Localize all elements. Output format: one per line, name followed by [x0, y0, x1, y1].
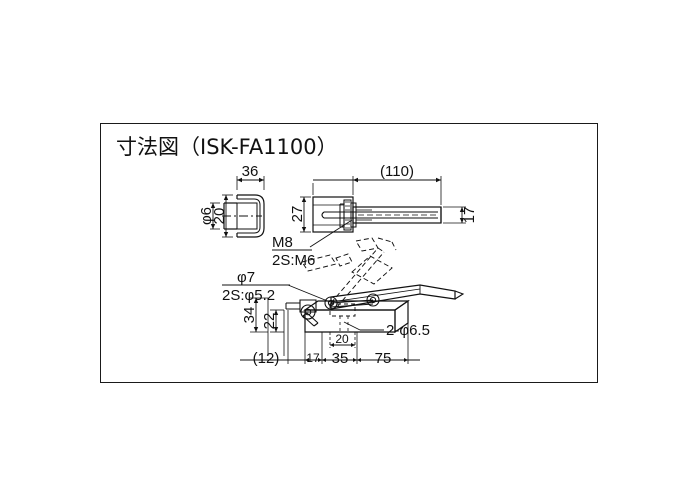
drawing-frame — [100, 123, 598, 383]
page-title: 寸法図（ISK-FA1100） — [116, 135, 338, 159]
